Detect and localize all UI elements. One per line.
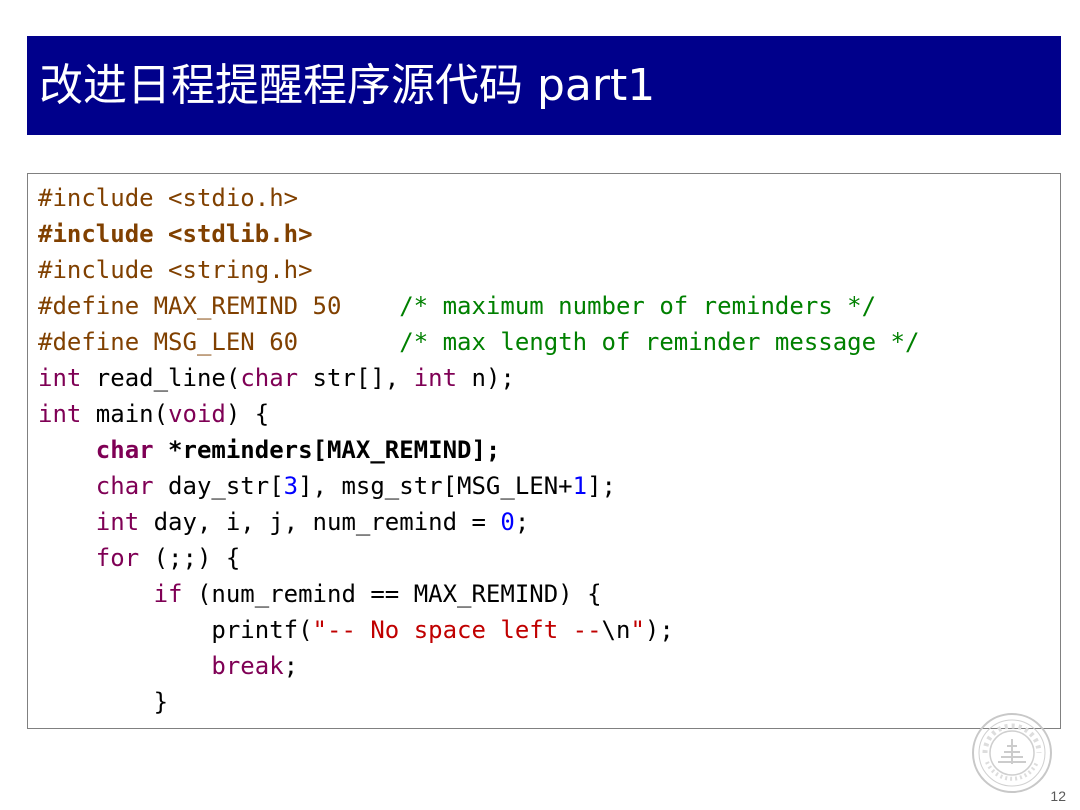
code-token: ]; — [587, 472, 616, 500]
code-token: #include <stdio.h> — [38, 184, 299, 212]
code-token: /* maximum number of reminders */ — [399, 292, 877, 320]
code-token: #include <stdlib.h> — [38, 220, 313, 248]
university-seal-icon — [972, 713, 1052, 793]
code-token: int — [38, 400, 82, 428]
slide-title: 改进日程提醒程序源代码 part1 — [39, 59, 656, 111]
code-line: if (num_remind == MAX_REMIND) { — [38, 576, 919, 612]
code-token: /* max length of reminder message */ — [399, 328, 920, 356]
code-token — [38, 544, 96, 572]
code-token — [38, 472, 96, 500]
code-token: ; — [514, 508, 530, 536]
code-token: day, i, j, num_remind = — [139, 508, 501, 536]
code-line: #include <stdio.h> — [38, 180, 919, 216]
code-line: } — [38, 684, 919, 720]
code-token: #include <string.h> — [38, 256, 313, 284]
code-token: read_line( — [81, 364, 241, 392]
code-token: int — [38, 364, 82, 392]
code-block: #include <stdio.h> #include <stdlib.h> #in… — [27, 173, 1061, 729]
code-token: (num_remind == MAX_REMIND) { — [182, 580, 602, 608]
code-token: break — [211, 652, 284, 680]
code-token: *reminders[MAX_REMIND]; — [153, 436, 501, 464]
code-token: 1 — [572, 472, 588, 500]
code-token: \n — [601, 616, 631, 644]
code-token: void — [168, 400, 226, 428]
code-token: ); — [644, 616, 674, 644]
code-line: break; — [38, 648, 919, 684]
code-token: } — [38, 688, 169, 716]
code-token — [38, 580, 154, 608]
code-token: printf( — [38, 616, 313, 644]
code-token — [38, 436, 96, 464]
code-token: main( — [81, 400, 169, 428]
code-token: char — [95, 436, 154, 464]
code-line: #define MAX_REMIND 50 /* maximum number … — [38, 288, 919, 324]
code-token: int — [413, 364, 458, 392]
code-token: n); — [457, 364, 515, 392]
code-token: str[], — [298, 364, 414, 392]
code-listing: #include <stdio.h> #include <stdlib.h> #in… — [38, 180, 919, 720]
code-token — [38, 508, 96, 536]
code-line: #include <stdlib.h> — [38, 216, 919, 252]
code-line: char day_str[3], msg_str[MSG_LEN+1]; — [38, 468, 919, 504]
code-token: int — [95, 508, 140, 536]
code-token — [298, 328, 399, 356]
code-line: #define MSG_LEN 60 /* max length of remi… — [38, 324, 919, 360]
slide-title-bar: 改进日程提醒程序源代码 part1 — [27, 36, 1061, 135]
code-line: #include <string.h> — [38, 252, 919, 288]
code-token: ], msg_str[MSG_LEN+ — [298, 472, 573, 500]
page-number: 12 — [1050, 788, 1066, 804]
code-token — [341, 292, 399, 320]
code-line: int main(void) { — [38, 396, 919, 432]
code-token: char — [95, 472, 154, 500]
code-token: #define MAX_REMIND 50 — [38, 292, 342, 320]
code-token: ) { — [225, 400, 270, 428]
code-line: int day, i, j, num_remind = 0; — [38, 504, 919, 540]
code-token: char — [240, 364, 299, 392]
code-line: for (;;) { — [38, 540, 919, 576]
code-token: " — [630, 616, 645, 644]
code-token: "-- No space left -- — [312, 616, 602, 644]
code-line: printf("-- No space left --\n"); — [38, 612, 919, 648]
code-token — [38, 652, 211, 680]
code-token: for — [95, 544, 140, 572]
code-token: #define MSG_LEN 60 — [38, 328, 299, 356]
code-token: day_str[ — [153, 472, 284, 500]
code-token: if — [153, 580, 183, 608]
code-token: 3 — [283, 472, 299, 500]
code-token: 0 — [500, 508, 515, 536]
code-line: char *reminders[MAX_REMIND]; — [38, 432, 919, 468]
code-token: ; — [283, 652, 299, 680]
code-line: int read_line(char str[], int n); — [38, 360, 919, 396]
code-token: (;;) { — [139, 544, 241, 572]
